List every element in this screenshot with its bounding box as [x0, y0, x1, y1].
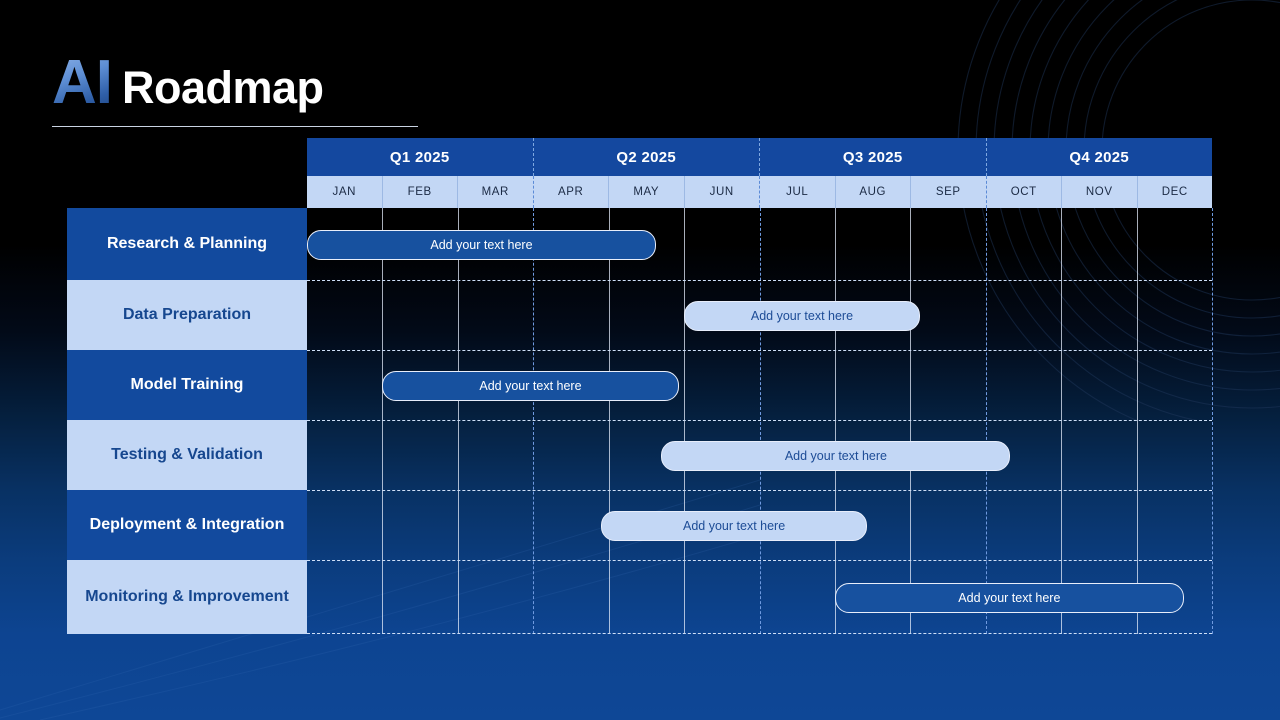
quarter-header-2: Q2 2025 — [532, 138, 760, 176]
month-header-jan: JAN — [332, 186, 357, 198]
grid-vline-6 — [759, 208, 761, 634]
row-label-6[interactable]: Monitoring & Improvement — [67, 560, 307, 634]
row-divider-4 — [307, 490, 1212, 491]
row-label-5[interactable]: Deployment & Integration — [67, 490, 307, 560]
month-header-dec: DEC — [1136, 176, 1213, 208]
month-header-aug: AUG — [834, 176, 911, 208]
grid-vline-3 — [533, 208, 535, 634]
gantt-bar-label: Add your text here — [750, 309, 854, 323]
grid-vline-2 — [457, 208, 459, 634]
row-divider-3 — [307, 420, 1212, 421]
grid-vline-4 — [608, 208, 610, 634]
gantt-bar-4[interactable]: Add your text here — [661, 441, 1011, 471]
grid-lines — [307, 208, 1213, 634]
row-label-text: Testing & Validation — [111, 446, 263, 463]
grid-bottom-border — [307, 633, 1212, 634]
title-underline — [52, 126, 418, 127]
row-divider-5 — [307, 560, 1212, 561]
gantt-bar-2[interactable]: Add your text here — [684, 301, 920, 331]
grid-vline-10 — [1061, 208, 1063, 634]
gantt-bar-label: Add your text here — [430, 238, 533, 252]
month-header-feb: FEB — [381, 176, 458, 208]
row-label-text: Model Training — [130, 376, 244, 393]
grid-vline-11 — [1136, 208, 1138, 634]
gantt-bar-6[interactable]: Add your text here — [834, 583, 1184, 613]
row-label-text: Deployment & Integration — [89, 516, 285, 533]
gantt-bar-label: Add your text here — [784, 449, 887, 463]
row-label-text: Data Preparation — [122, 306, 252, 323]
month-header-jun: JUN — [683, 176, 760, 208]
grid-vline-5 — [684, 208, 686, 634]
gantt-bar-label: Add your text here — [958, 591, 1061, 605]
row-divider-2 — [307, 350, 1212, 351]
title-accent: AI — [52, 52, 122, 114]
quarter-header-3: Q3 2025 — [759, 138, 986, 176]
gantt-bar-1[interactable]: Add your text here — [307, 230, 656, 260]
row-label-text: Monitoring & Improvement — [85, 588, 289, 605]
gantt-bar-5[interactable]: Add your text here — [601, 511, 868, 541]
row-label-2[interactable]: Data Preparation — [67, 280, 307, 350]
month-header-apr: APR — [532, 176, 609, 208]
title-main: Roadmap — [122, 62, 324, 113]
gantt-bar-label: Add your text here — [479, 379, 582, 393]
row-divider-1 — [307, 280, 1212, 281]
page-title: AI Roadmap — [52, 52, 652, 127]
row-label-3[interactable]: Model Training — [67, 350, 307, 420]
row-label-1[interactable]: Research & Planning — [67, 208, 307, 280]
gantt-bar-label: Add your text here — [683, 519, 786, 533]
month-header-mar: MAR — [457, 176, 533, 208]
row-label-text: Research & Planning — [106, 235, 268, 252]
row-label-4[interactable]: Testing & Validation — [67, 420, 307, 490]
month-header-may: MAY — [608, 176, 684, 208]
grid-vline-7 — [834, 208, 836, 634]
gantt-bar-3[interactable]: Add your text here — [382, 371, 679, 401]
month-header-oct: OCT — [985, 176, 1062, 208]
grid-vline-8 — [910, 208, 912, 634]
grid-vline-9 — [985, 208, 987, 634]
quarter-header-1: Q1 2025 — [389, 148, 450, 166]
month-header-nov: NOV — [1061, 176, 1137, 208]
grid-vline-1 — [382, 208, 384, 634]
month-header-jul: JUL — [759, 176, 835, 208]
quarter-header-4: Q4 2025 — [985, 138, 1213, 176]
month-header-sep: SEP — [910, 176, 986, 208]
